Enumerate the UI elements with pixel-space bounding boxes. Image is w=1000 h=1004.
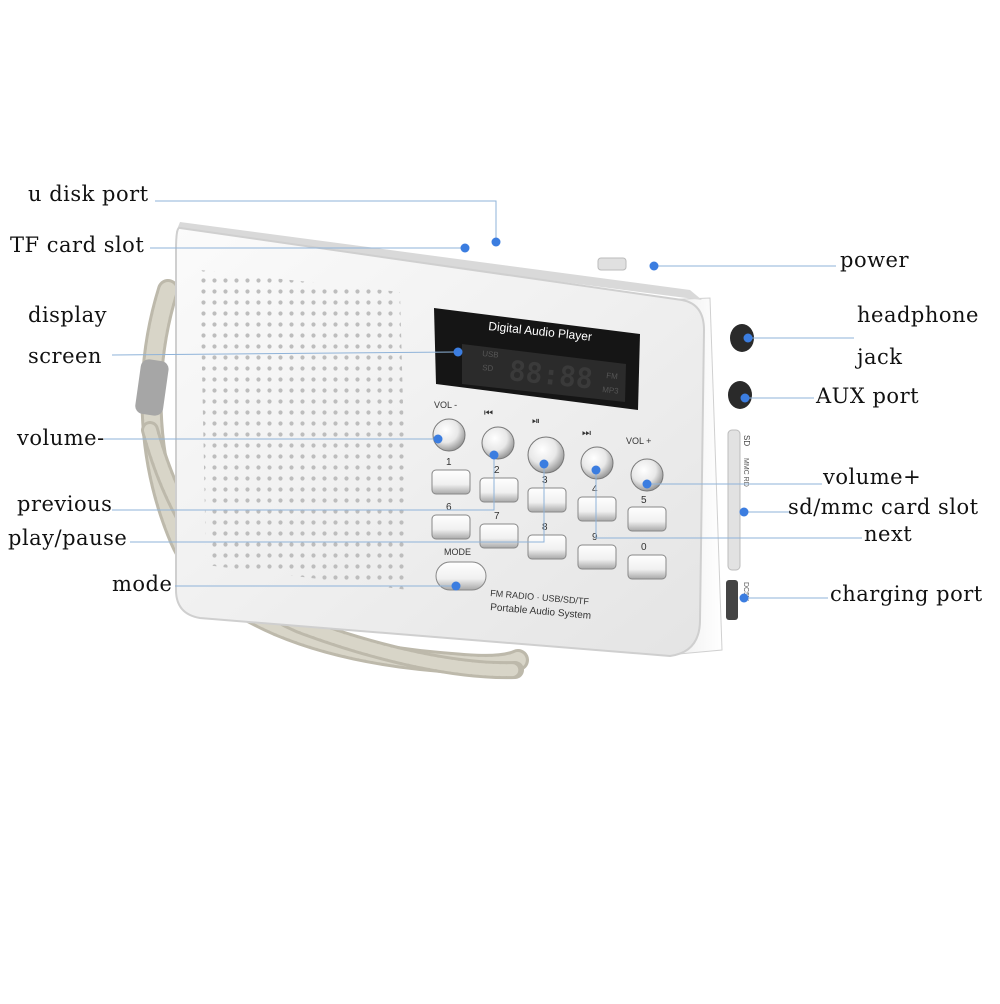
callout-next: next [864, 522, 913, 546]
lcd-usb-label: USB [482, 349, 499, 360]
key-4[interactable] [577, 496, 617, 522]
lcd-mp3-label: MP3 [602, 385, 620, 396]
key-8[interactable] [527, 534, 567, 560]
key-number-8: 8 [542, 522, 548, 533]
side-dc-label: DC5V [742, 582, 749, 601]
round-buttons [432, 418, 664, 492]
callout-jack: jack [857, 345, 903, 369]
mode-key-label: MODE [444, 547, 471, 557]
key-1[interactable] [431, 469, 471, 495]
next-knob[interactable] [580, 446, 614, 480]
volume-plus-knob[interactable] [630, 458, 664, 492]
key-number-2: 2 [494, 465, 500, 476]
lcd-fm-label: FM [606, 371, 619, 381]
lcd-sd-label: SD [482, 363, 494, 373]
callout-display: display [28, 303, 107, 327]
key-0[interactable] [627, 554, 667, 580]
key-number-0: 0 [641, 542, 647, 553]
callout-volume-plus: volume+ [823, 465, 922, 489]
key-number-9: 9 [592, 532, 598, 543]
key-number-6: 6 [446, 502, 452, 513]
callout-headphone: headphone [857, 303, 979, 327]
side-mmc-label: MMC RD [742, 458, 749, 487]
keypad-row-1 [431, 469, 667, 532]
callout-mode: mode [112, 572, 173, 596]
callout-screen: screen [28, 344, 102, 368]
callout-dots [433, 237, 753, 603]
play-symbol-label: ⏯ [532, 416, 540, 427]
key-3[interactable] [527, 487, 567, 513]
callout-previous: previous [17, 492, 113, 516]
key-2[interactable] [479, 477, 519, 503]
side-sd-logo: SD [742, 435, 751, 446]
prev-symbol-label: ⏮ [484, 408, 493, 419]
play-pause-knob[interactable] [527, 436, 565, 474]
callout-play-pause: play/pause [8, 526, 128, 550]
key-number-3: 3 [542, 475, 548, 486]
callout-power: power [840, 248, 910, 272]
key-6[interactable] [431, 514, 471, 540]
previous-knob[interactable] [481, 426, 515, 460]
key-number-1: 1 [446, 457, 452, 468]
key-5[interactable] [627, 506, 667, 532]
leader-lines [104, 200, 862, 599]
callout-u-disk-port: u disk port [28, 182, 149, 206]
callout-sd-mmc-card-slot: sd/mmc card slot [788, 495, 979, 519]
display-screen [434, 308, 640, 410]
vol-plus-label: VOL + [626, 436, 651, 446]
key-9[interactable] [577, 544, 617, 570]
key-7[interactable] [479, 523, 519, 549]
volume-minus-knob[interactable] [432, 418, 466, 452]
key-number-5: 5 [641, 495, 647, 506]
mode-button[interactable] [435, 561, 487, 591]
power-switch[interactable] [597, 257, 627, 271]
callout-charging-port: charging port [830, 582, 983, 606]
callout-aux-port: AUX port [816, 384, 920, 408]
key-number-7: 7 [494, 511, 500, 522]
next-symbol-label: ⏭ [582, 428, 591, 439]
key-number-4: 4 [592, 484, 598, 495]
callout-tf-card-slot: TF card slot [10, 233, 145, 257]
callout-volume-minus: volume- [17, 426, 105, 450]
vol-minus-label: VOL - [434, 400, 457, 410]
